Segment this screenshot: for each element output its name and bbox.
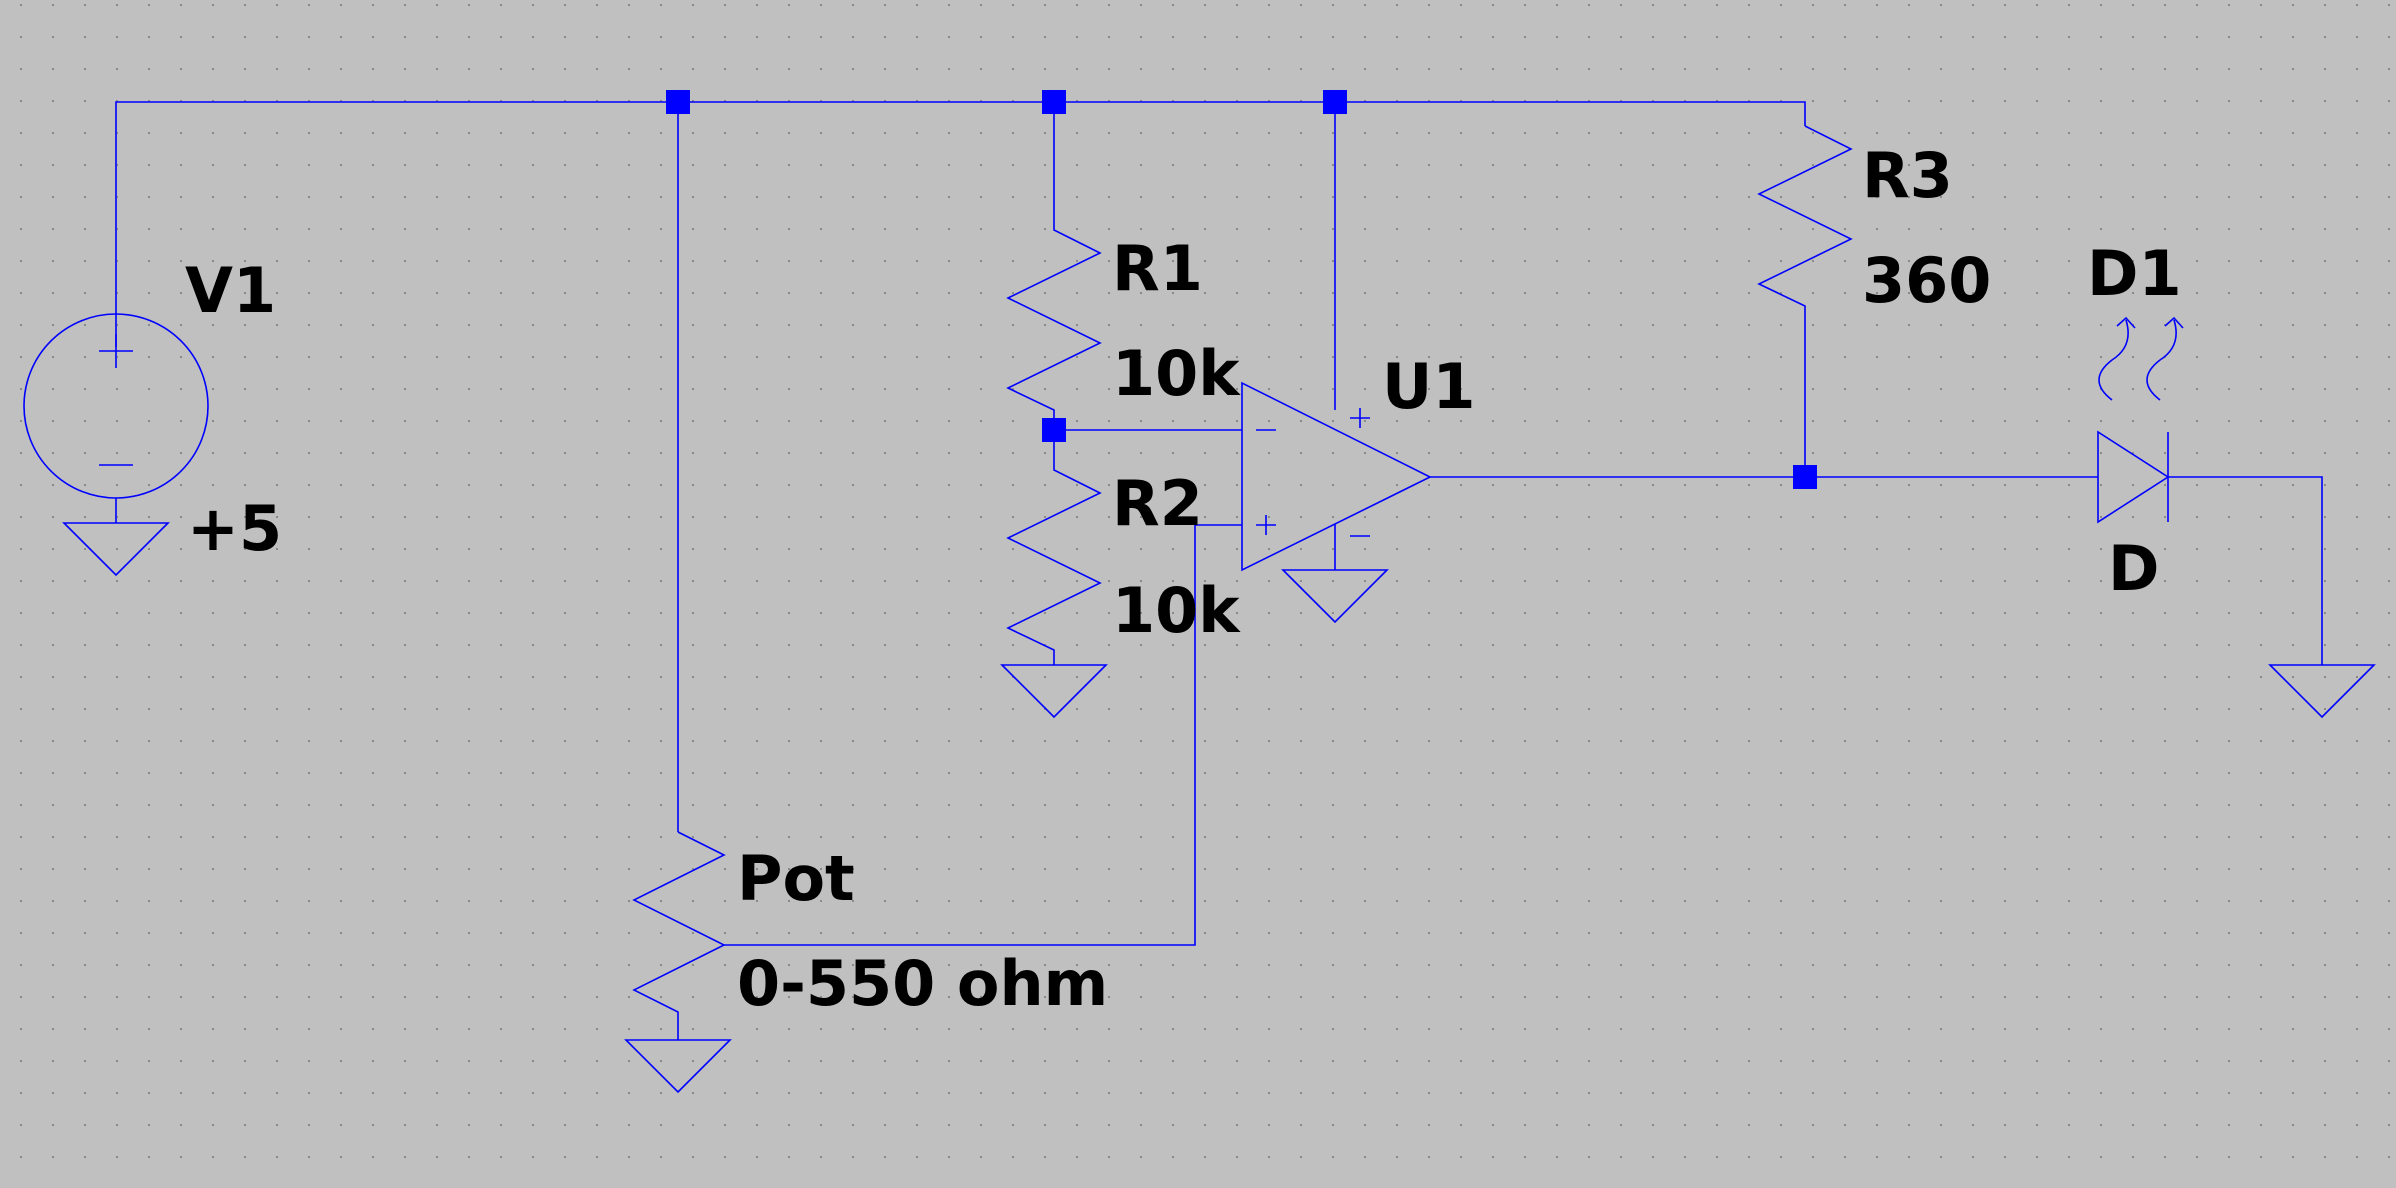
resistor-r1[interactable] bbox=[1006, 210, 1102, 430]
opamp-u1[interactable] bbox=[1241, 381, 1432, 624]
r2-value-label: 10k bbox=[1112, 574, 1241, 647]
d1-ref-label: D1 bbox=[2087, 237, 2182, 310]
d1-value-label: D bbox=[2108, 532, 2159, 605]
u1-ref-label: U1 bbox=[1382, 350, 1475, 423]
r1-value-label: 10k bbox=[1112, 337, 1241, 410]
voltage-source-v1[interactable] bbox=[23, 313, 209, 577]
r3-value-label: 360 bbox=[1862, 244, 1991, 317]
junction-dot bbox=[666, 90, 690, 114]
r2-ref-label: R2 bbox=[1112, 467, 1203, 540]
v1-value-label: +5 bbox=[187, 492, 282, 565]
pot-value-label: 0-550 ohm bbox=[737, 947, 1108, 1020]
r1-ref-label: R1 bbox=[1112, 232, 1203, 305]
junction-dot bbox=[1042, 90, 1066, 114]
resistor-r3[interactable] bbox=[1757, 125, 1853, 477]
wire-top-rail[interactable] bbox=[115, 101, 1806, 347]
r3-ref-label: R3 bbox=[1862, 139, 1953, 212]
pot-ref-label: Pot bbox=[737, 842, 855, 915]
wire-pot-wiper[interactable] bbox=[724, 524, 1242, 946]
resistor-r2[interactable] bbox=[1000, 430, 1108, 719]
junction-dot bbox=[1042, 418, 1066, 442]
v1-ref-label: V1 bbox=[185, 254, 276, 327]
junction-dot bbox=[1323, 90, 1347, 114]
junction-dot bbox=[1793, 465, 1817, 489]
led-d1[interactable] bbox=[2097, 316, 2376, 719]
junctions bbox=[666, 90, 1817, 489]
